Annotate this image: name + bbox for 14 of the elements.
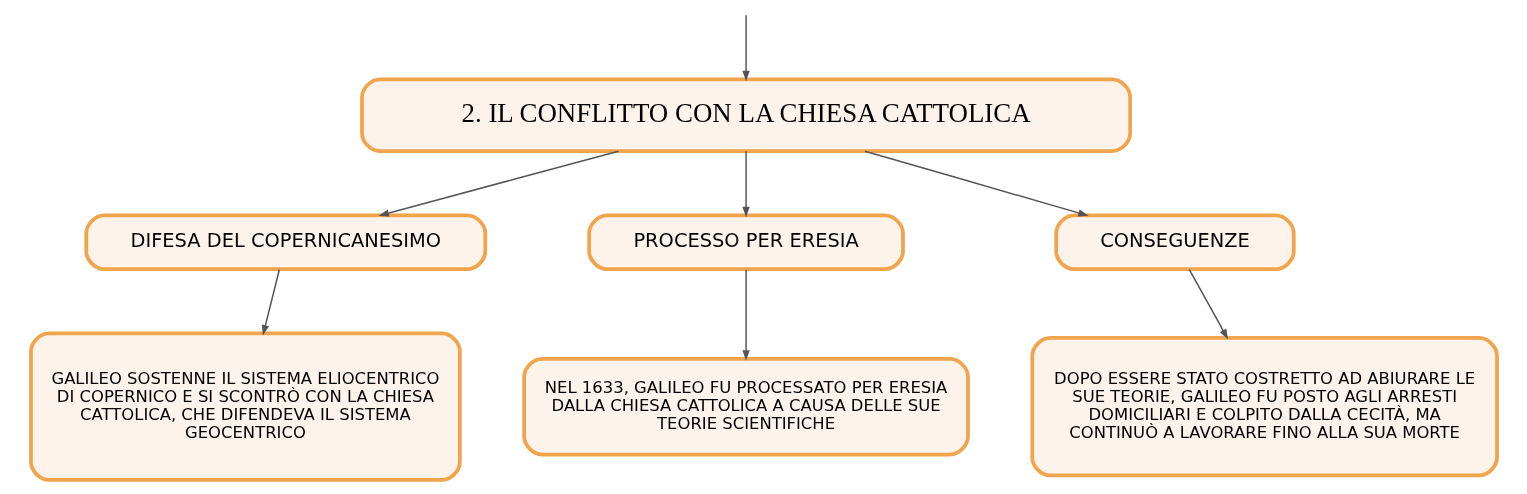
arrow <box>741 269 750 361</box>
arrow <box>741 150 750 218</box>
node-box: DIFESA DEL COPERNICANESIMO <box>83 213 487 272</box>
node-box: 2. IL CONFLITTO CON LA CHIESA CATTOLICA <box>359 77 1132 153</box>
arrow <box>261 269 280 336</box>
arrow <box>1188 269 1228 340</box>
node-box: CONSEGUENZE <box>1053 213 1296 272</box>
node-box: NEL 1633, GALILEO FU PROCESSATO PER ERESIA DALLA CHIESA CATTOLICA A CAUSA DELLE SUE TEORIE SCIENTIFICHE <box>521 357 970 457</box>
arrow <box>378 150 619 217</box>
node-box: DOPO ESSERE STATO COSTRETTO AD ABIURARE LE SUE TEORIE, GALILEO FU POSTO AGLI ARRESTI DOMICILIARI E COLPITO DALLA CECITÀ, MA CONTINUÒ A LAVORARE FINO ALLA SUA MORTE <box>1029 336 1499 478</box>
node-box: GALILEO SOSTENNE IL SISTEMA ELIOCENTRICO DI COPERNICO E SI SCONTRÒ CON LA CHIESA CATTOLICA, CHE DIFENDEVA IL SISTEMA GEOCENTRICO <box>28 331 462 482</box>
arrow <box>863 150 1089 217</box>
arrow <box>741 14 750 82</box>
node-box: PROCESSO PER ERESIA <box>586 213 905 272</box>
